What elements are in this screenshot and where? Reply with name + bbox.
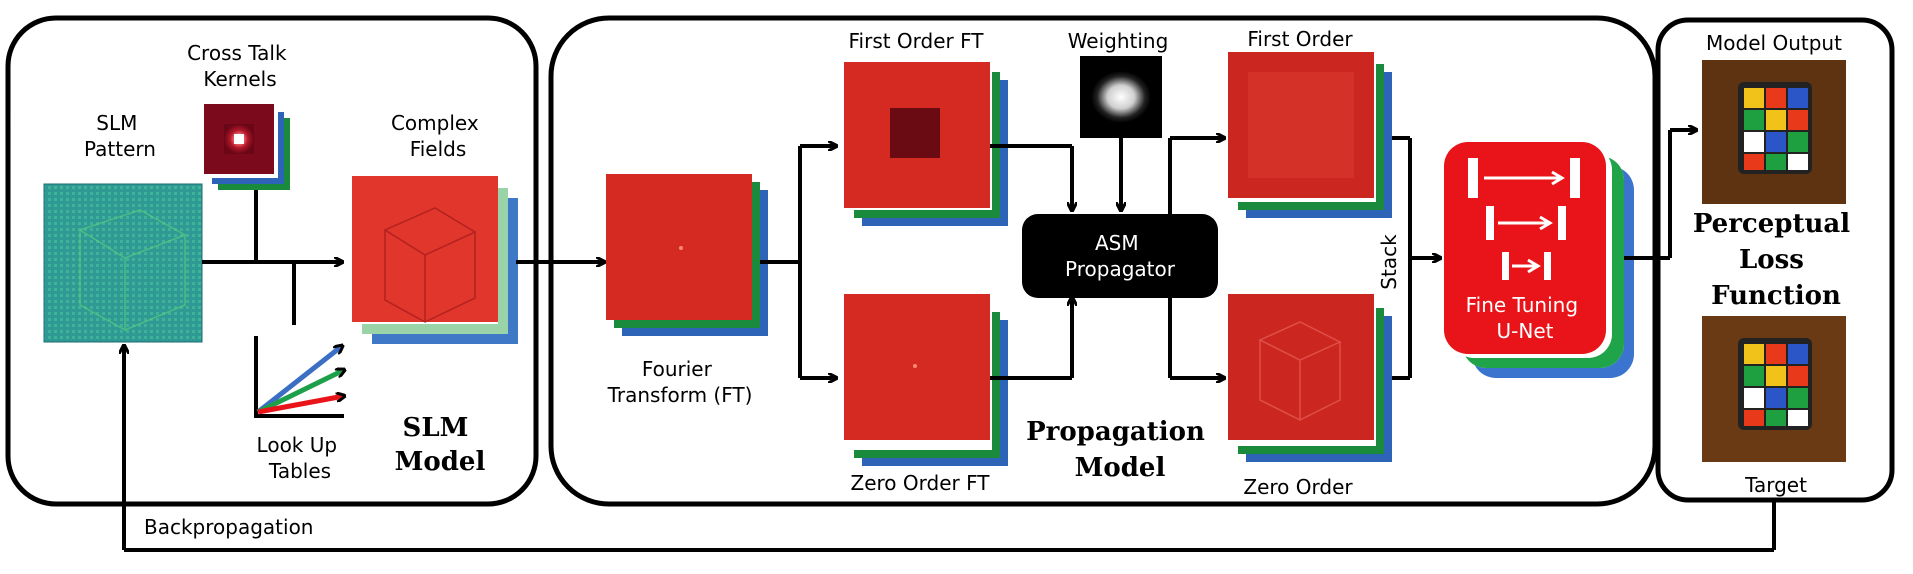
slm-cube-outline [78,209,187,332]
asm-split-connectors [1168,138,1224,378]
loss-title: Perceptual Loss Function [1693,209,1859,311]
asm-propagator-label: ASM Propagator [1065,231,1176,281]
weighting-gradient [1091,71,1151,123]
fourier-stack [606,174,768,336]
backpropagation-path [124,346,1776,552]
complex-fields-label: Complex Fields [391,111,485,161]
unet-icon [1468,158,1580,280]
cross-talk-stack [204,104,290,190]
complex-fields-stack [352,176,518,344]
slm-pattern-image [43,183,203,343]
asm-propagator-block [1022,214,1218,298]
target-label: Target [1744,473,1807,497]
weighting-label: Weighting [1068,29,1169,53]
fourier-split-connectors [760,146,836,378]
fourier-label: Fourier Transform (FT) [607,357,753,407]
stack-label: Stack [1377,234,1401,290]
zero-order-ft-stack [844,294,1008,466]
stack-connectors [1392,136,1440,380]
zero-order-stack [1228,294,1392,462]
to-asm-connectors [990,138,1121,380]
model-output-image [1702,60,1846,204]
look-up-label: Look Up Tables [257,433,344,483]
first-order-ft-label: First Order FT [848,29,984,53]
slm-pattern-label: SLM Pattern [84,111,156,161]
cross-talk-label: Cross Talk Kernels [187,41,293,91]
propagation-model-title: Propagation Model [1026,417,1214,483]
unet-stack [1444,142,1634,378]
first-order-stack [1228,52,1392,218]
model-output-label: Model Output [1706,31,1842,55]
unet-to-loss-connectors [1624,130,1696,260]
look-up-tables-graph [254,336,344,418]
slm-connectors [202,190,342,325]
first-order-label: First Order [1247,27,1353,51]
zero-order-ft-label: Zero Order FT [851,471,991,495]
target-image [1702,316,1846,462]
unet-label: Fine Tuning U-Net [1466,293,1585,343]
slm-model-title: SLM Model [395,413,486,477]
first-order-ft-stack [844,62,1008,226]
backpropagation-label: Backpropagation [144,515,313,539]
zero-order-label: Zero Order [1243,475,1353,499]
